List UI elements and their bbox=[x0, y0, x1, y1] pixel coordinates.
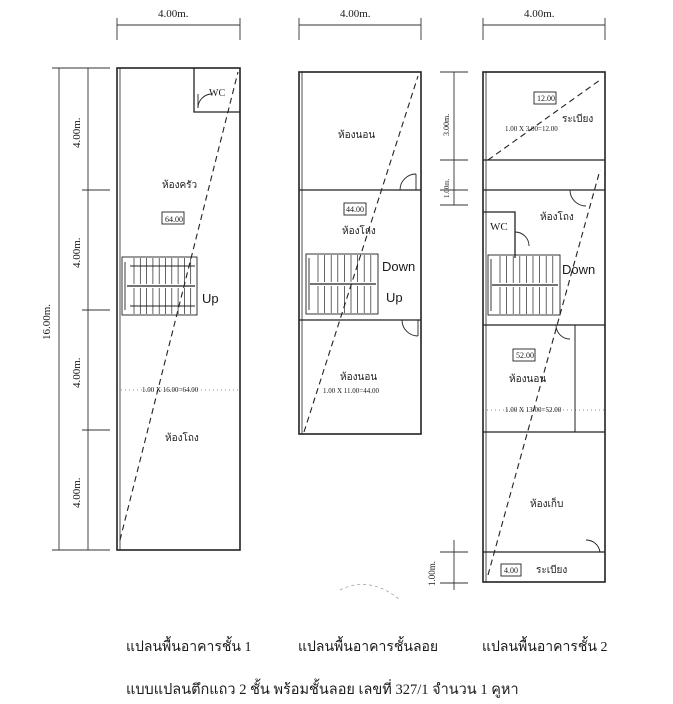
mezz-stair-down-label: Down bbox=[382, 259, 415, 274]
dim-mezz-top: 3.00m. bbox=[442, 114, 451, 136]
dim-width-plan2: 4.00m. bbox=[524, 8, 555, 20]
plan1-living-label: ห้องโถง bbox=[165, 431, 199, 444]
plan2-area-tag: 52.00 bbox=[516, 351, 534, 360]
dim-width-plan1: 4.00m. bbox=[158, 8, 189, 20]
plan1-kitchen-label: ห้องครัว bbox=[162, 179, 197, 191]
dim-total-length: 16.00m. bbox=[41, 304, 53, 340]
plan2-hall-label: ห้องโถง bbox=[540, 210, 574, 223]
dim-segment-3: 4.00m. bbox=[71, 357, 83, 388]
plan1-area-tag: 64.00 bbox=[165, 215, 183, 224]
dim-rear-gap: 1.00m. bbox=[427, 561, 437, 586]
stair bbox=[487, 254, 561, 316]
plan-floor-2 bbox=[482, 71, 606, 583]
mezz-hall-label: ห้องโถง bbox=[342, 224, 376, 237]
dim-mezz-gap: 1.00m. bbox=[443, 178, 451, 198]
plan2-balcony-rear-label: ระเบียง bbox=[536, 564, 567, 576]
mezz-bedroom-top-label: ห้องนอน bbox=[338, 129, 375, 141]
mezz-area-note: 1.00 X 11.00=44.00 bbox=[323, 387, 379, 395]
plan1-stair-up-label: Up bbox=[202, 291, 219, 306]
plan-floor-1 bbox=[116, 67, 241, 551]
caption-mezzanine: แปลนพื้นอาคารชั้นลอย bbox=[298, 640, 439, 655]
plan-mezzanine bbox=[298, 71, 422, 435]
plan2-area-rear-tag: 4.00 bbox=[504, 566, 518, 575]
plan2-area-note: 1.00 X 13.00=52.00 bbox=[505, 406, 562, 414]
plan2-wc-label: WC bbox=[490, 221, 508, 233]
plan2-area-top-note: 1.00 X 3.00=12.00 bbox=[505, 125, 558, 133]
plan2-balcony-top-label: ระเบียง bbox=[562, 113, 593, 125]
dim-width-mezz: 4.00m. bbox=[340, 8, 371, 20]
page-title: แบบแปลนตึกแถว 2 ชั้น พร้อมชั้นลอย เลขที่… bbox=[126, 682, 519, 698]
mezz-stair-up-label: Up bbox=[386, 290, 403, 305]
plan2-bedroom-label: ห้องนอน bbox=[509, 373, 546, 385]
mezz-area-tag: 44.00 bbox=[346, 205, 364, 214]
mezz-bedroom-bottom-label: ห้องนอน bbox=[340, 371, 377, 383]
plan2-area-top-tag: 12.00 bbox=[537, 94, 555, 103]
plan1-wc-label: WC bbox=[209, 88, 225, 99]
caption-plan2: แปลนพื้นอาคารชั้น 2 bbox=[482, 640, 608, 655]
plan2-stair-down-label: Down bbox=[562, 262, 595, 277]
dim-segment-2: 4.00m. bbox=[71, 237, 83, 268]
dim-segment-4: 4.00m. bbox=[71, 477, 83, 508]
dim-segment-1: 4.00m. bbox=[71, 117, 83, 148]
dimension-lines bbox=[52, 18, 606, 590]
stair bbox=[305, 253, 379, 315]
plan2-storage-label: ห้องเก็บ bbox=[530, 496, 563, 510]
wc-room bbox=[193, 68, 240, 113]
plan1-area-note: 1.00 X 16.00=64.00 bbox=[142, 386, 199, 394]
caption-plan1: แปลนพื้นอาคารชั้น 1 bbox=[126, 640, 252, 655]
